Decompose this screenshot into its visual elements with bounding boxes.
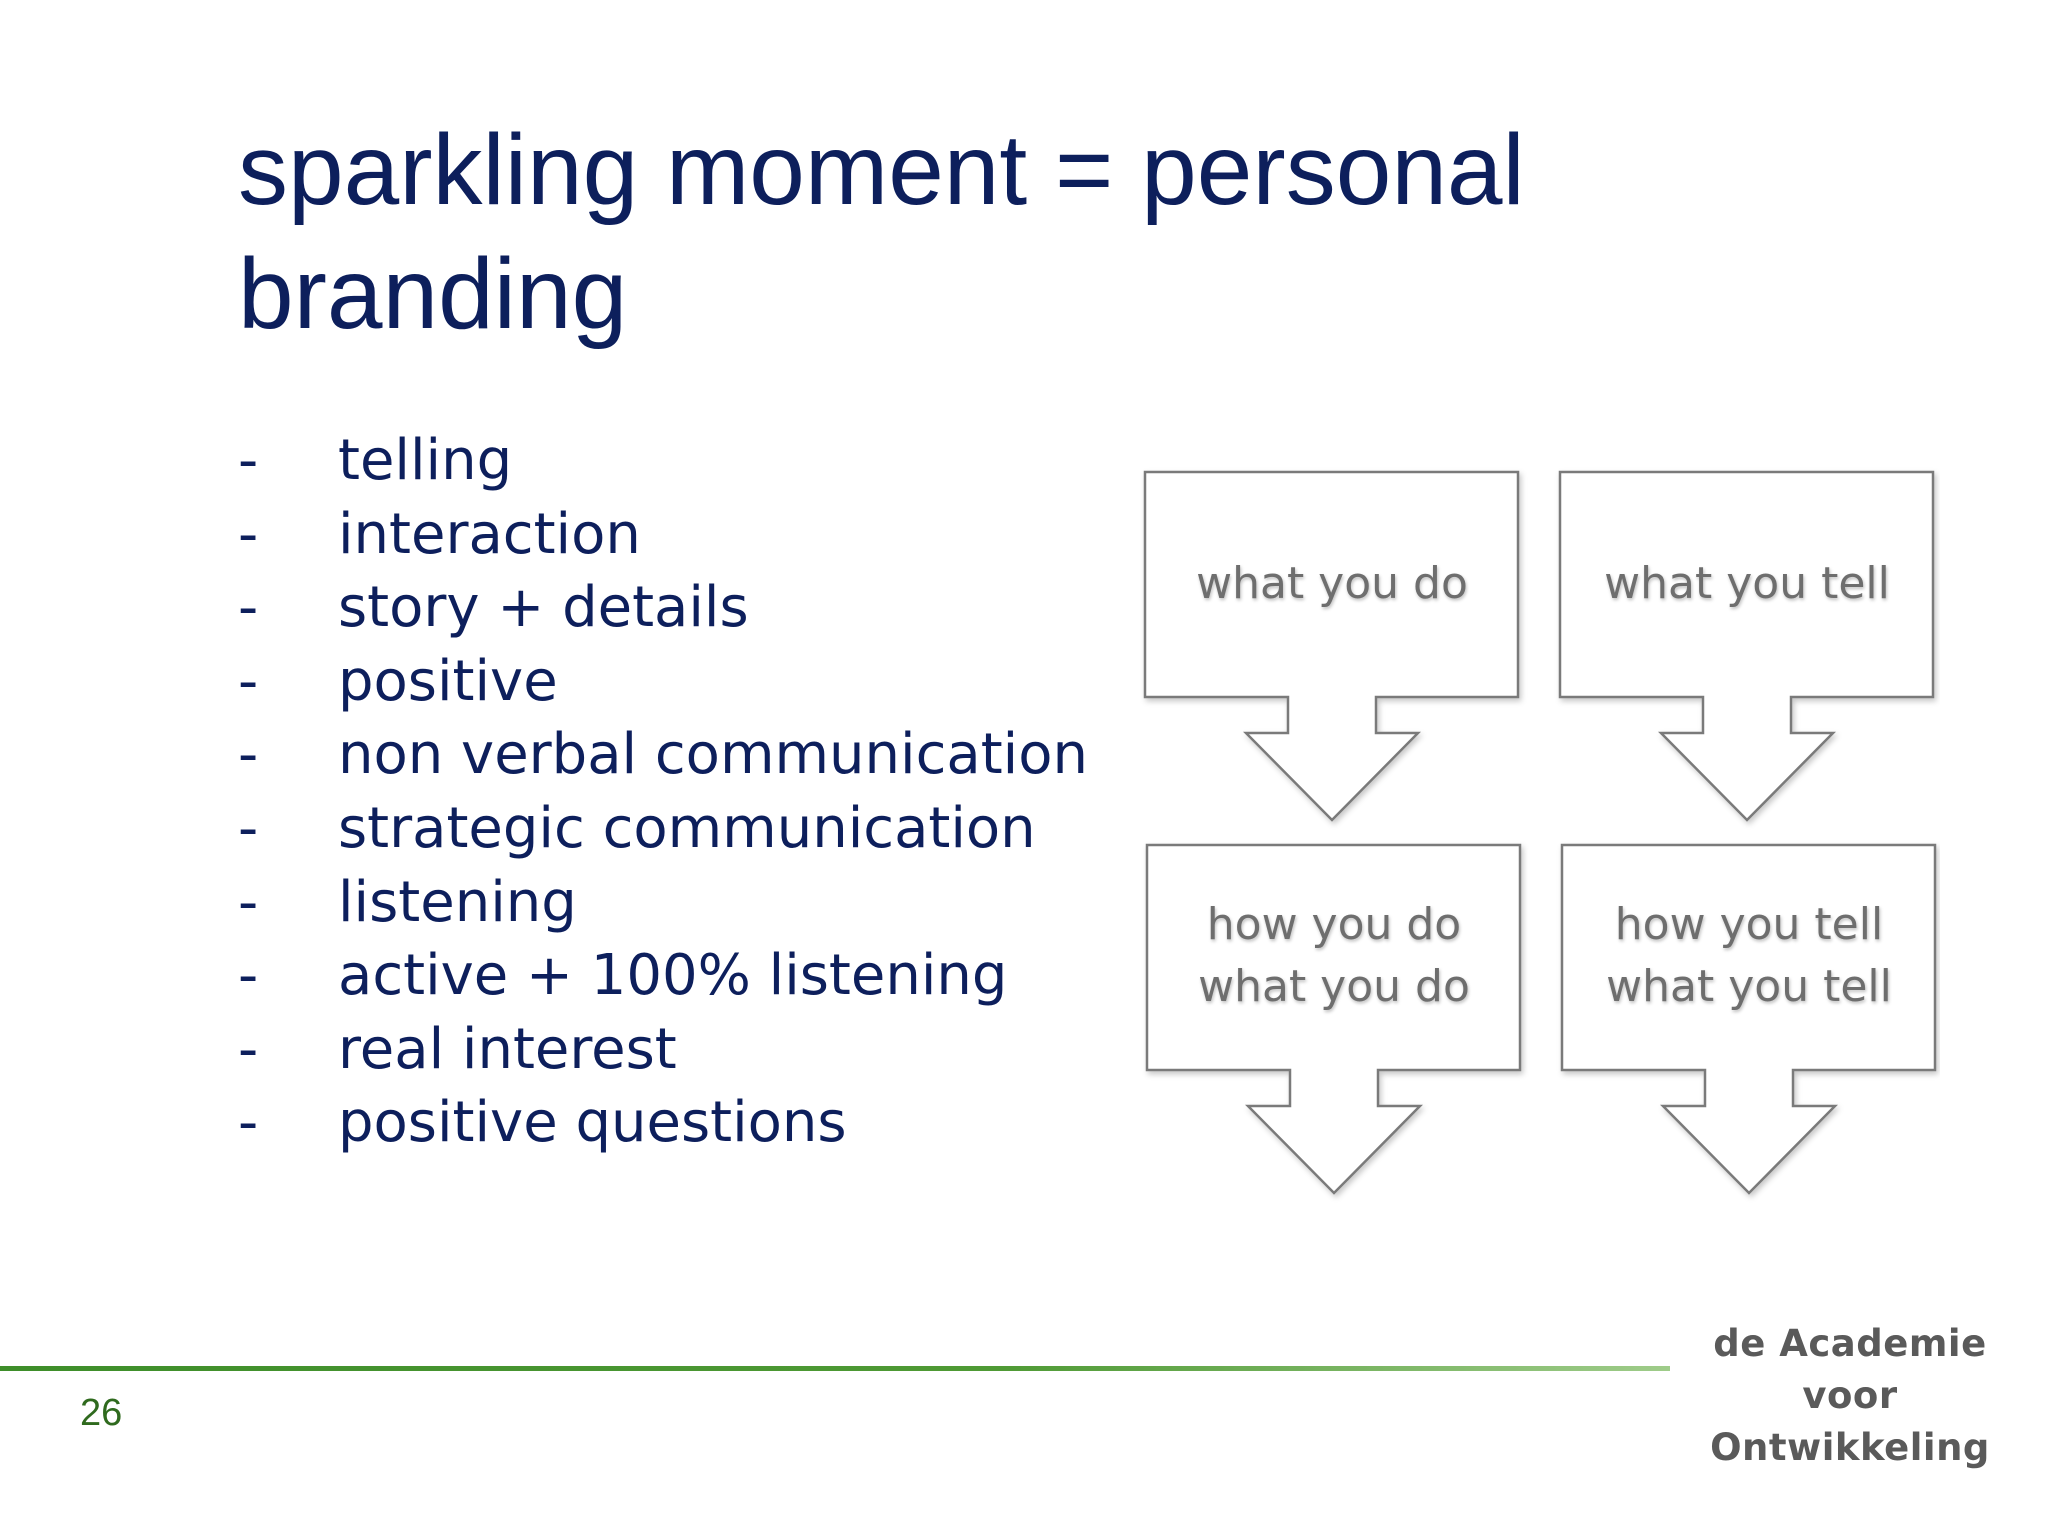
- bullet-dash: -: [238, 943, 259, 1009]
- list-item: - strategic communication: [238, 792, 1138, 866]
- bullet-dash: -: [238, 1016, 259, 1082]
- list-item: - telling: [238, 424, 1138, 498]
- bullet-dash: -: [238, 795, 259, 861]
- bullet-dash: -: [238, 501, 259, 567]
- bullet-text: listening: [338, 869, 577, 935]
- bullet-text: interaction: [338, 501, 641, 567]
- flow-diagram: what you do what you tell how you do wha…: [1140, 465, 1940, 1205]
- list-item: - positive questions: [238, 1086, 1138, 1160]
- down-arrow-box-how-you-do: [1145, 843, 1522, 1195]
- bullet-dash: -: [238, 722, 259, 788]
- bullet-dash: -: [238, 1090, 259, 1156]
- down-arrow-box-how-you-tell: [1560, 843, 1937, 1195]
- box-label-line: what you tell: [1604, 558, 1890, 609]
- list-item: - real interest: [238, 1013, 1138, 1087]
- box-label-what-you-tell: what you tell: [1557, 553, 1937, 615]
- list-item: - interaction: [238, 498, 1138, 572]
- list-item: - non verbal communication: [238, 718, 1138, 792]
- box-label-line: how you tell: [1614, 899, 1884, 950]
- down-arrow-box-what-you-tell: [1558, 470, 1935, 822]
- box-label-line: how you do: [1206, 899, 1462, 950]
- bullet-list: - telling - interaction - story + details -…: [238, 424, 1138, 1160]
- bullet-text: active + 100% listening: [338, 943, 1008, 1009]
- bullet-dash: -: [238, 428, 259, 493]
- bullet-text: positive questions: [338, 1090, 847, 1156]
- bullet-text: strategic communication: [338, 795, 1036, 861]
- box-label-line: what you do: [1198, 961, 1470, 1012]
- arrow-shapes: [1143, 470, 1937, 1195]
- box-label-line: what you tell: [1606, 961, 1892, 1012]
- logo-line-1: de Academie: [1713, 1322, 1987, 1365]
- bullet-dash: -: [238, 648, 259, 714]
- bullet-text: story + details: [338, 575, 749, 641]
- slide-title: sparkling moment = personal branding: [238, 114, 1525, 350]
- list-item: - active + 100% listening: [238, 939, 1138, 1013]
- logo-line-2: voor Ontwikkeling: [1710, 1374, 1990, 1469]
- bullet-text: telling: [338, 428, 513, 493]
- bullet-dash: -: [238, 869, 259, 935]
- bullet-text: positive: [338, 648, 558, 714]
- box-label-how-you-tell: how you tell what you tell: [1559, 894, 1939, 1018]
- box-label-how-you-do: how you do what you do: [1144, 894, 1524, 1018]
- list-item: - story + details: [238, 571, 1138, 645]
- box-label-what-you-do: what you do: [1142, 553, 1522, 615]
- bullet-dash: -: [238, 575, 259, 641]
- page-number: 26: [80, 1392, 123, 1434]
- list-item: - positive: [238, 645, 1138, 719]
- academie-logo: de Academie voor Ontwikkeling: [1660, 1318, 2040, 1474]
- bullet-text: real interest: [338, 1016, 677, 1082]
- bullet-text: non verbal communication: [338, 722, 1088, 788]
- box-label-line: what you do: [1196, 558, 1468, 609]
- list-item: - listening: [238, 866, 1138, 940]
- footer-divider: [0, 1366, 1670, 1371]
- down-arrow-box-what-you-do: [1143, 470, 1520, 822]
